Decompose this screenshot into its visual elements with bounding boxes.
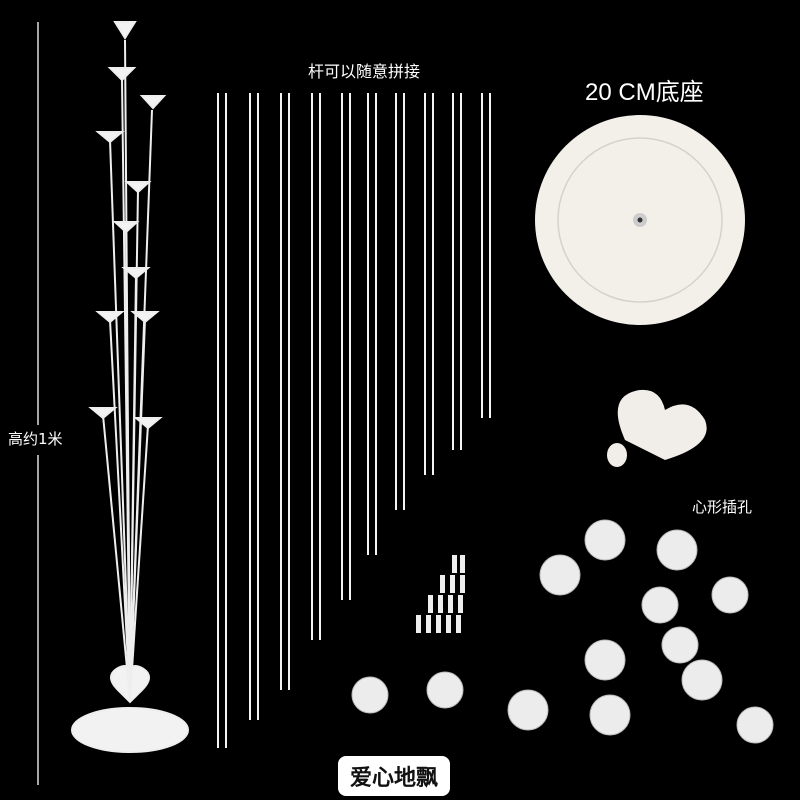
round-base — [535, 115, 745, 325]
balloon-stand — [71, 21, 189, 753]
product-name-badge: 爱心地飘 — [338, 756, 451, 796]
rods — [217, 93, 491, 748]
heart-holder — [607, 389, 707, 467]
rods-label: 杆可以随意拼接 — [308, 62, 421, 81]
balloon-clips — [351, 519, 774, 744]
base-label: 20 CM底座 — [585, 79, 704, 106]
connectors — [416, 555, 465, 633]
height-label: 高约1米 — [8, 430, 63, 448]
heart-label: 心形插孔 — [692, 498, 753, 516]
